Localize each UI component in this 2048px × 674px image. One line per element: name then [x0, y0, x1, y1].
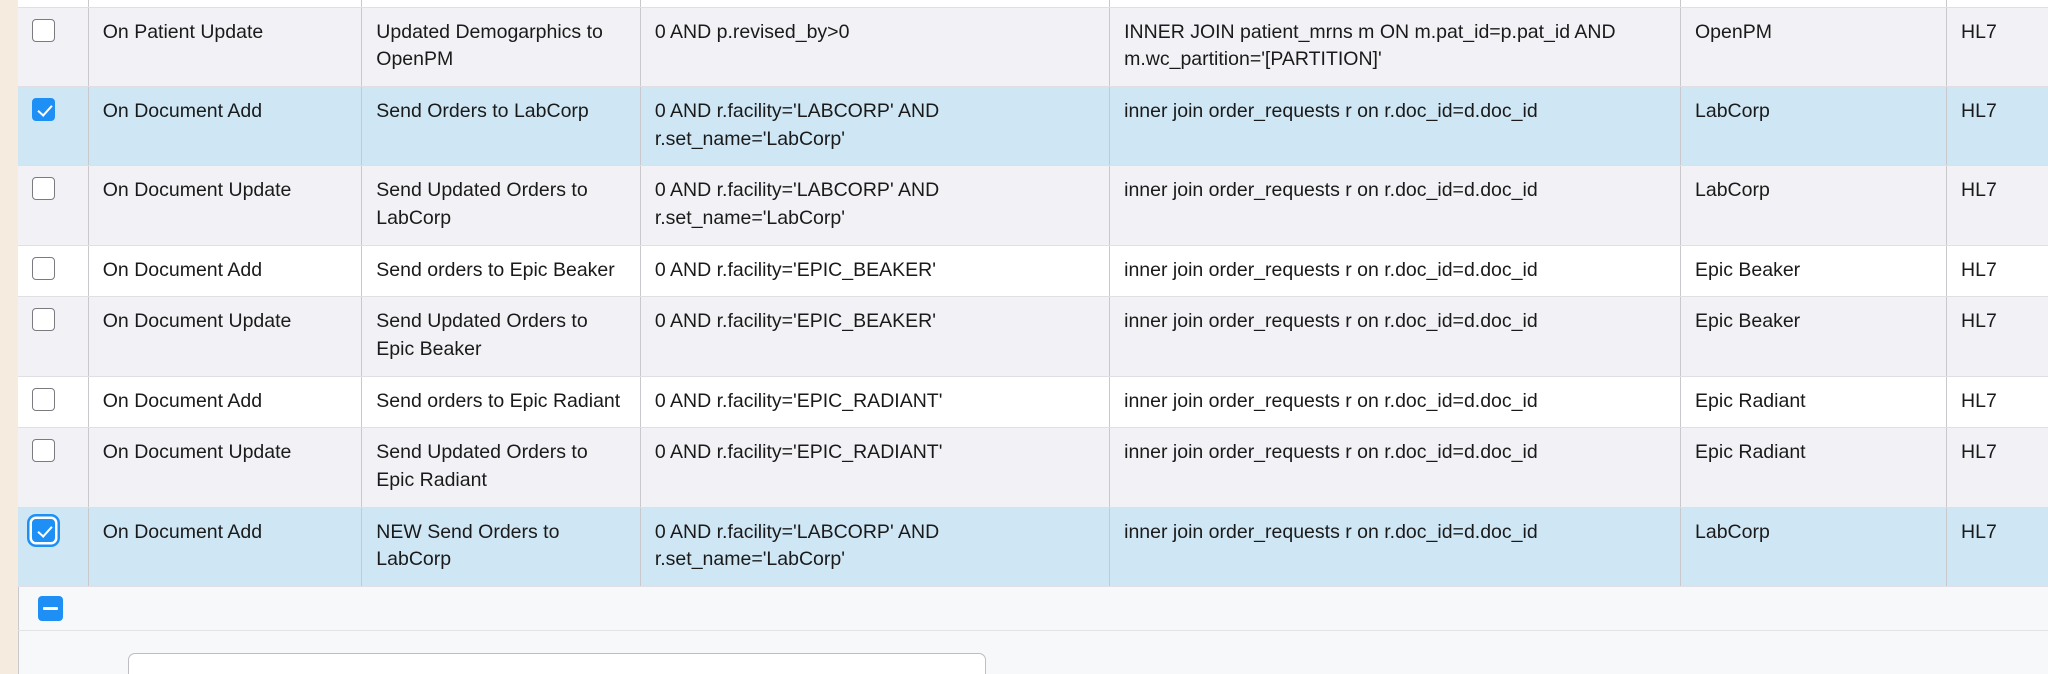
cell-name: Updated Demogarphics to OpenPM: [361, 7, 641, 87]
cell-event: On Document Add: [88, 376, 363, 429]
cell-name: Send Updated Orders to LabCorp: [361, 165, 641, 246]
cell-name: Send Updated Orders to Epic Radiant: [361, 427, 641, 508]
cell-destination: Epic Radiant: [1680, 376, 1948, 429]
cell-format: HL7: [1946, 427, 2048, 508]
cell-event: On Document Update: [88, 296, 363, 377]
cell-join: inner join order_requests r on r.doc_id=…: [1109, 427, 1682, 508]
row-select-checkbox[interactable]: [32, 18, 55, 42]
footer-left-border: [18, 587, 19, 631]
row-select-cell[interactable]: [18, 165, 89, 246]
cell-format: HL7: [1946, 507, 2048, 588]
cell-destination: OpenPM: [1680, 7, 1948, 87]
grid-footer-strip: [18, 587, 2048, 632]
cell-name: NEW Send Orders to LabCorp: [361, 507, 641, 588]
clipped-cell: [88, 0, 363, 8]
cell-join: inner join order_requests r on r.doc_id=…: [1109, 86, 1682, 167]
cell-join: inner join order_requests r on r.doc_id=…: [1109, 165, 1682, 246]
cell-destination: LabCorp: [1680, 86, 1948, 167]
cell-destination: LabCorp: [1680, 165, 1948, 246]
cell-format: HL7: [1946, 7, 2048, 87]
clipped-cell: [1680, 0, 1948, 8]
clipped-cell: [640, 0, 1111, 8]
cell-event: On Document Update: [88, 165, 363, 246]
cell-destination: Epic Radiant: [1680, 427, 1948, 508]
row-select-cell[interactable]: [18, 7, 89, 87]
cell-join: inner join order_requests r on r.doc_id=…: [1109, 245, 1682, 298]
row-select-cell[interactable]: [18, 427, 89, 508]
row-select-checkbox[interactable]: [32, 177, 55, 201]
clipped-cell: [361, 0, 641, 8]
cell-destination: Epic Beaker: [1680, 296, 1948, 377]
cell-join: inner join order_requests r on r.doc_id=…: [1109, 376, 1682, 429]
cell-event: On Document Add: [88, 86, 363, 167]
cell-format: HL7: [1946, 165, 2048, 246]
cell-event: On Document Update: [88, 427, 363, 508]
cell-condition: 0 AND r.facility='LABCORP' AND r.set_nam…: [640, 86, 1111, 167]
cell-format: HL7: [1946, 86, 2048, 167]
clipped-cell: [1109, 0, 1682, 8]
cell-join: inner join order_requests r on r.doc_id=…: [1109, 507, 1682, 588]
row-select-cell[interactable]: [18, 507, 89, 588]
cell-condition: 0 AND r.facility='EPIC_RADIANT': [640, 376, 1111, 429]
minus-icon[interactable]: [38, 596, 63, 622]
detail-panel-region: [18, 631, 2048, 674]
cell-name: Send Orders to LabCorp: [361, 86, 641, 167]
row-select-checkbox[interactable]: [32, 256, 55, 280]
row-select-checkbox[interactable]: [32, 308, 55, 332]
cell-condition: 0 AND r.facility='LABCORP' AND r.set_nam…: [640, 507, 1111, 588]
left-gutter: [0, 0, 18, 674]
clipped-row-top: [18, 0, 2048, 8]
cell-join: INNER JOIN patient_mrns m ON m.pat_id=p.…: [1109, 7, 1682, 87]
cell-format: HL7: [1946, 245, 2048, 298]
cell-name: Send orders to Epic Radiant: [361, 376, 641, 429]
cell-event: On Document Add: [88, 245, 363, 298]
cell-join: inner join order_requests r on r.doc_id=…: [1109, 296, 1682, 377]
cell-name: Send orders to Epic Beaker: [361, 245, 641, 298]
cell-condition: 0 AND r.facility='LABCORP' AND r.set_nam…: [640, 165, 1111, 246]
clipped-cell: [18, 0, 89, 8]
cell-format: HL7: [1946, 376, 2048, 429]
row-select-checkbox[interactable]: [32, 439, 55, 463]
cell-format: HL7: [1946, 296, 2048, 377]
row-select-cell[interactable]: [18, 376, 89, 429]
detail-left-border: [18, 631, 19, 674]
row-select-checkbox[interactable]: [32, 387, 55, 411]
row-select-cell[interactable]: [18, 245, 89, 298]
cell-condition: 0 AND r.facility='EPIC_RADIANT': [640, 427, 1111, 508]
detail-panel[interactable]: [128, 653, 986, 674]
row-select-checkbox[interactable]: [32, 97, 55, 121]
cell-condition: 0 AND r.facility='EPIC_BEAKER': [640, 245, 1111, 298]
row-select-checkbox[interactable]: [32, 518, 55, 542]
cell-condition: 0 AND p.revised_by>0: [640, 7, 1111, 87]
clipped-cell: [1946, 0, 2048, 8]
cell-condition: 0 AND r.facility='EPIC_BEAKER': [640, 296, 1111, 377]
cell-name: Send Updated Orders to Epic Beaker: [361, 296, 641, 377]
cell-destination: LabCorp: [1680, 507, 1948, 588]
cell-event: On Patient Update: [88, 7, 363, 87]
cell-destination: Epic Beaker: [1680, 245, 1948, 298]
cell-event: On Document Add: [88, 507, 363, 588]
row-select-cell[interactable]: [18, 296, 89, 377]
row-select-cell[interactable]: [18, 86, 89, 167]
